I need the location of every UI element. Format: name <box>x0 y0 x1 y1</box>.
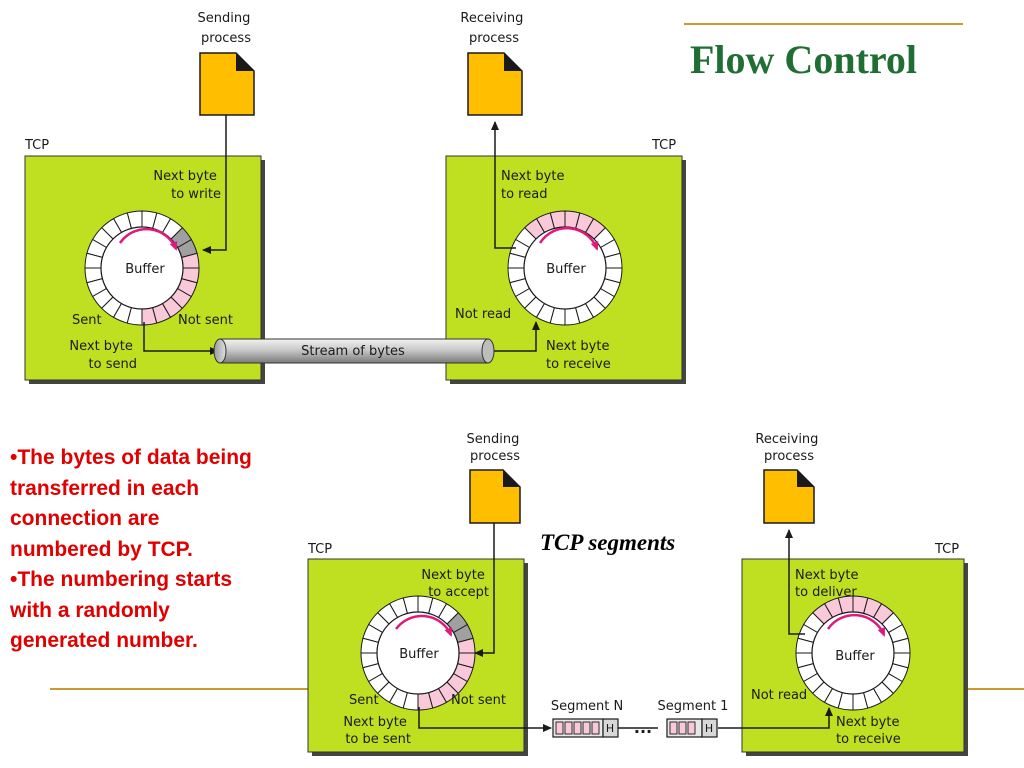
document-icon <box>763 469 815 524</box>
receiving-process-label: Receiving process <box>460 11 527 46</box>
document-icon <box>199 52 255 116</box>
page-title: Flow Control <box>690 37 918 82</box>
rotation-arrow <box>394 614 453 637</box>
buffer-label: Buffer <box>399 647 439 662</box>
segment-byte-cell <box>582 721 591 735</box>
rotation-arrow <box>826 613 886 637</box>
segment-byte-cell <box>687 721 696 735</box>
tcp-segments-heading: TCP segments <box>540 530 676 555</box>
segment-header-label: H <box>705 722 713 735</box>
next-byte-to-write-label: Next byte to write <box>153 169 221 202</box>
top-diagram: TCP TCP Sending process Receiving proces… <box>24 11 686 384</box>
accept-arrow <box>474 523 495 657</box>
segment-byte-cell <box>591 721 600 735</box>
next-byte-to-send-label: Next byte to send <box>69 339 137 372</box>
sending-process-label: Sending process <box>198 11 255 46</box>
deliver-arrow <box>785 529 805 635</box>
segment-header-label: H <box>606 722 614 735</box>
bottom-diagram: TCP TCP Sending process Receiving proces… <box>307 432 968 756</box>
receiving-process-label: Receiving process <box>755 432 822 464</box>
buffer-center <box>811 611 895 695</box>
not-read-label: Not read <box>455 307 511 322</box>
next-byte-to-deliver-label: Next byte to deliver <box>795 568 863 600</box>
not-sent-label: Not sent <box>451 693 506 708</box>
buffer-center <box>376 611 460 695</box>
stream-pipe <box>213 338 495 364</box>
rotation-arrow <box>538 226 599 251</box>
circular-buffer-left <box>84 210 200 326</box>
write-arrow <box>202 115 227 254</box>
buffer-label: Buffer <box>546 262 586 277</box>
rotation-arrow <box>118 227 178 251</box>
segment-n-label: Segment N <box>551 699 623 714</box>
segment-byte-cell <box>678 721 687 735</box>
send-arrow <box>418 707 552 732</box>
sent-label: Sent <box>349 693 379 708</box>
circular-buffer-left <box>360 595 476 711</box>
bullet-item: •The bytes of data being transferred in … <box>10 446 252 561</box>
buffer-label: Buffer <box>835 649 875 664</box>
next-byte-to-read-label: Next byte to read <box>501 169 569 202</box>
stream-label: Stream of bytes <box>301 344 405 359</box>
document-icon <box>469 469 521 524</box>
segment-byte-cell <box>555 721 564 735</box>
segment-1-label: Segment 1 <box>658 699 729 714</box>
segments-ellipsis: ... <box>634 718 652 737</box>
sending-process-label: Sending process <box>467 432 524 464</box>
tcp-label: TCP <box>307 542 332 557</box>
segment-byte-cell <box>564 721 573 735</box>
not-read-label: Not read <box>751 688 807 703</box>
segment-n <box>552 718 619 738</box>
circular-buffer-right <box>795 595 911 711</box>
segment-byte-cell <box>573 721 582 735</box>
next-byte-to-be-sent-label: Next byte to be sent <box>343 715 411 747</box>
buffer-center <box>100 226 184 310</box>
segment-byte-cell <box>669 721 678 735</box>
sent-label: Sent <box>72 313 102 328</box>
not-sent-label: Not sent <box>178 313 233 328</box>
segment-1 <box>666 718 718 738</box>
next-byte-to-receive-label: Next byte to receive <box>546 339 614 372</box>
tcp-label: TCP <box>934 542 959 557</box>
receive-arrow <box>718 707 833 729</box>
buffer-label: Buffer <box>125 262 165 277</box>
tcp-label: TCP <box>651 138 676 153</box>
bullet-list: •The bytes of data being transferred in … <box>10 443 255 657</box>
tcp-label: TCP <box>24 138 49 153</box>
next-byte-to-accept-label: Next byte to accept <box>421 568 489 600</box>
document-icon <box>467 52 523 116</box>
circular-buffer-right <box>507 210 623 326</box>
receive-arrow <box>492 321 540 352</box>
next-byte-to-receive-label: Next byte to receive <box>836 715 904 747</box>
bullet-item: •The numbering starts with a randomly ge… <box>10 568 233 652</box>
send-arrow <box>143 322 219 355</box>
read-arrow <box>491 121 516 249</box>
